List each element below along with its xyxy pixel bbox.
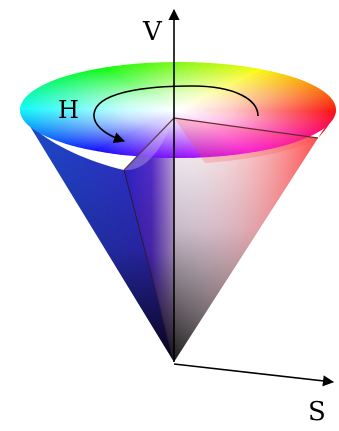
saturation-axis-label: S: [308, 397, 326, 426]
value-axis-label: V: [142, 17, 163, 47]
hue-label: H: [58, 96, 79, 124]
saturation-axis-line: [174, 364, 333, 382]
